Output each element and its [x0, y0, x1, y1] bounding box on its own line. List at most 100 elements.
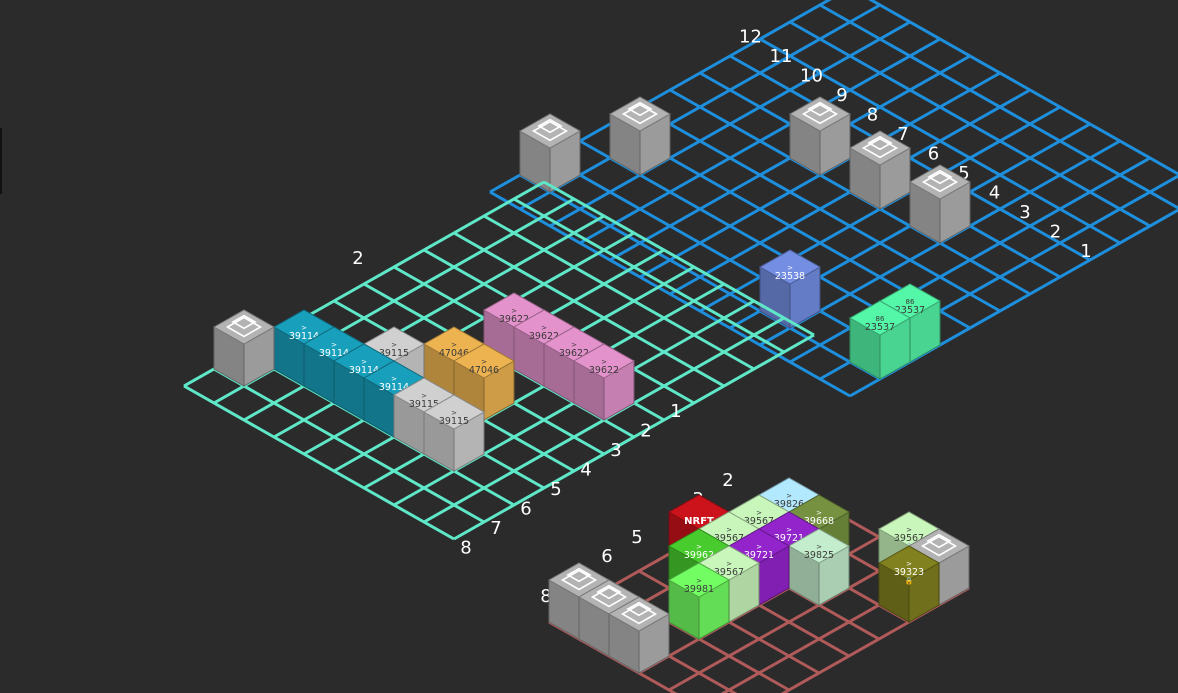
grid-line: [513, 197, 785, 354]
block-label: 39721: [774, 533, 804, 544]
grid-line: [579, 37, 941, 245]
block-label: 39114: [289, 331, 319, 342]
block-label: 39323: [894, 567, 924, 578]
row-label: 3: [1019, 202, 1030, 223]
block-top-marker: >: [696, 543, 702, 551]
row-label: 3: [610, 440, 621, 461]
block-top-marker: >: [906, 560, 912, 568]
row-label: 6: [601, 546, 612, 567]
block-top-marker: >: [451, 409, 457, 417]
block-label: 39622: [589, 365, 619, 376]
item-block-39825[interactable]: >39825: [787, 528, 851, 606]
grid-line: [453, 231, 725, 388]
block-top-marker: >: [786, 492, 792, 500]
block-top-marker: >: [756, 543, 762, 551]
block-top-marker: >: [391, 341, 397, 349]
grid-line: [213, 367, 485, 524]
row-label: 5: [550, 479, 561, 500]
storage-tray-outline: [225, 316, 263, 338]
block-label: NRFT: [684, 516, 714, 527]
block-layer: >39826>39668>39567NRFT>39567🔒>39721>3956…: [547, 477, 971, 674]
block-label: 39115: [379, 348, 409, 359]
block-top-face: [667, 562, 731, 598]
storage-box-icon[interactable]: [848, 130, 912, 210]
row-label: 1: [670, 401, 681, 422]
row-label: 8: [867, 105, 878, 126]
block-top-marker: >: [696, 577, 702, 585]
block-label: 39115: [409, 399, 439, 410]
row-label: 4: [989, 183, 1000, 204]
block-top-marker: >: [511, 307, 517, 315]
block-top-marker: >: [451, 341, 457, 349]
grid-line: [549, 20, 911, 228]
row-label: 11: [770, 46, 793, 67]
item-block-39622[interactable]: >39622: [572, 343, 636, 421]
block-top-face: [877, 545, 941, 581]
storage-box-icon[interactable]: [212, 309, 276, 387]
block-top-marker: >: [541, 324, 547, 332]
storage-tray-outline: [531, 120, 569, 142]
storage-box-icon[interactable]: [608, 96, 672, 176]
block-top-face: [608, 96, 672, 132]
item-block-39981[interactable]: >39981: [667, 562, 731, 640]
row-label: 10: [800, 66, 823, 87]
block-top-marker: 86: [876, 315, 885, 323]
item-block-39115[interactable]: >39115: [422, 394, 486, 472]
block-top-face: [908, 164, 972, 200]
storage-tray-outline: [621, 103, 659, 125]
row-label: 8: [540, 586, 551, 607]
storage-box-icon[interactable]: [908, 164, 972, 244]
block-top-marker: >: [906, 526, 912, 534]
window-edge: [0, 128, 2, 194]
item-block-23538[interactable]: >23538: [758, 249, 822, 329]
rack-board-red[interactable]: 235678>39826>39668>39567NRFT>39567🔒>3972…: [540, 470, 971, 693]
block-top-face: [848, 300, 912, 336]
grid-line: [483, 214, 755, 371]
block-label: 47046: [469, 365, 499, 376]
row-label: 7: [490, 518, 501, 539]
block-label: 39721: [744, 550, 774, 561]
storage-tray-outline: [626, 601, 652, 617]
column-label: 2: [352, 248, 363, 269]
row-label: 8: [460, 538, 471, 559]
storage-box-icon[interactable]: [607, 596, 671, 674]
block-top-marker: >: [787, 264, 793, 272]
storage-tray-outline: [566, 567, 592, 583]
storage-box-icon: [620, 601, 658, 625]
block-label: 39567: [744, 516, 774, 527]
block-top-face: [758, 249, 822, 285]
block-top-marker: >: [421, 392, 427, 400]
item-block-39323[interactable]: >39323🔒: [877, 545, 941, 623]
block-label: 39567: [714, 567, 744, 578]
block-top-face: [212, 309, 276, 345]
block-label: 39114: [379, 382, 409, 393]
block-top-face: [607, 596, 671, 632]
block-top-marker: >: [726, 560, 732, 568]
storage-tray-outline: [861, 137, 899, 159]
block-top-marker: >: [786, 526, 792, 534]
block-top-marker: >: [726, 526, 732, 534]
storage-box-icon: [861, 135, 899, 159]
block-top-face: [572, 343, 636, 379]
block-top-face: [422, 394, 486, 430]
storage-box-icon[interactable]: [518, 113, 582, 193]
row-label: 5: [631, 527, 642, 548]
row-label: 5: [958, 163, 969, 184]
grid-line: [183, 384, 455, 541]
storage-box-icon: [531, 118, 569, 142]
row-label: 7: [897, 124, 908, 145]
block-label: 39668: [804, 516, 834, 527]
storage-box-icon[interactable]: [788, 96, 852, 176]
block-label: 39622: [499, 314, 529, 325]
block-top-face: [787, 528, 851, 564]
storage-tray-outline: [596, 584, 622, 600]
block-top-face: [518, 113, 582, 149]
block-top-marker: >: [756, 509, 762, 517]
block-top-marker: >: [301, 324, 307, 332]
row-label: 6: [928, 144, 939, 165]
rack-board-teal[interactable]: 123456782>39622>39622>39114>39622>47046>…: [183, 180, 815, 559]
